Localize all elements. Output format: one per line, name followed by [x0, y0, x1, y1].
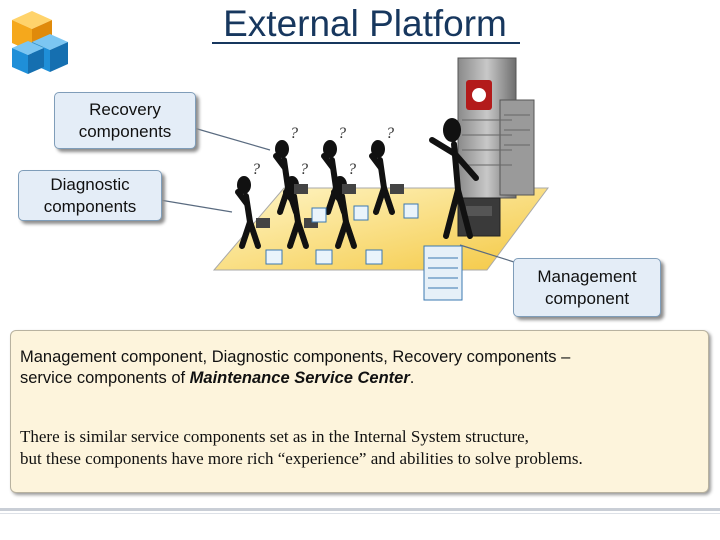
svg-text:?: ?	[252, 161, 260, 178]
callout-recovery-components: Recovery components	[54, 92, 196, 149]
callout-line: components	[43, 196, 137, 216]
connector-recovery	[193, 127, 271, 151]
svg-text:?: ?	[348, 161, 356, 178]
question-mark-icon: ??? ???	[252, 125, 394, 178]
callout-line: Diagnostic	[50, 174, 130, 194]
connector-diagnostic	[159, 199, 233, 213]
footer-rule-thin	[0, 513, 720, 514]
connector-management	[459, 244, 515, 263]
svg-text:?: ?	[300, 161, 308, 178]
cubes-logo-icon	[12, 11, 68, 74]
note-line: but these components have more rich “exp…	[20, 449, 583, 468]
note-paragraph-2: There is similar service components set …	[20, 426, 710, 470]
toolbox-icon	[256, 184, 404, 228]
callout-diagnostic-components: Diagnostic components	[18, 170, 162, 221]
server-tower-icon	[457, 57, 535, 237]
note-box	[10, 330, 709, 493]
callout-management-component: Management component	[513, 258, 661, 317]
document-icon	[265, 203, 463, 301]
svg-text:?: ?	[338, 125, 346, 142]
stick-figure-icon	[235, 118, 479, 249]
note-text: .	[409, 369, 415, 387]
svg-text:?: ?	[386, 125, 394, 142]
note-paragraph-1: Management component, Diagnostic compone…	[20, 347, 710, 389]
callout-line: Management	[537, 266, 637, 286]
footer-rule	[0, 508, 720, 511]
note-line: Management component, Diagnostic compone…	[20, 348, 571, 366]
note-line: There is similar service components set …	[20, 427, 529, 446]
note-line: service components of Maintenance Servic…	[20, 368, 710, 389]
svg-text:?: ?	[290, 125, 298, 142]
title-underline	[212, 42, 520, 44]
callout-line: Recovery	[89, 99, 161, 119]
callout-line: component	[544, 288, 630, 308]
note-emphasis: Maintenance Service Center	[189, 369, 410, 387]
note-text: service components of	[20, 369, 190, 387]
slide-title: External Platform	[223, 3, 507, 44]
callout-line: components	[78, 121, 172, 141]
